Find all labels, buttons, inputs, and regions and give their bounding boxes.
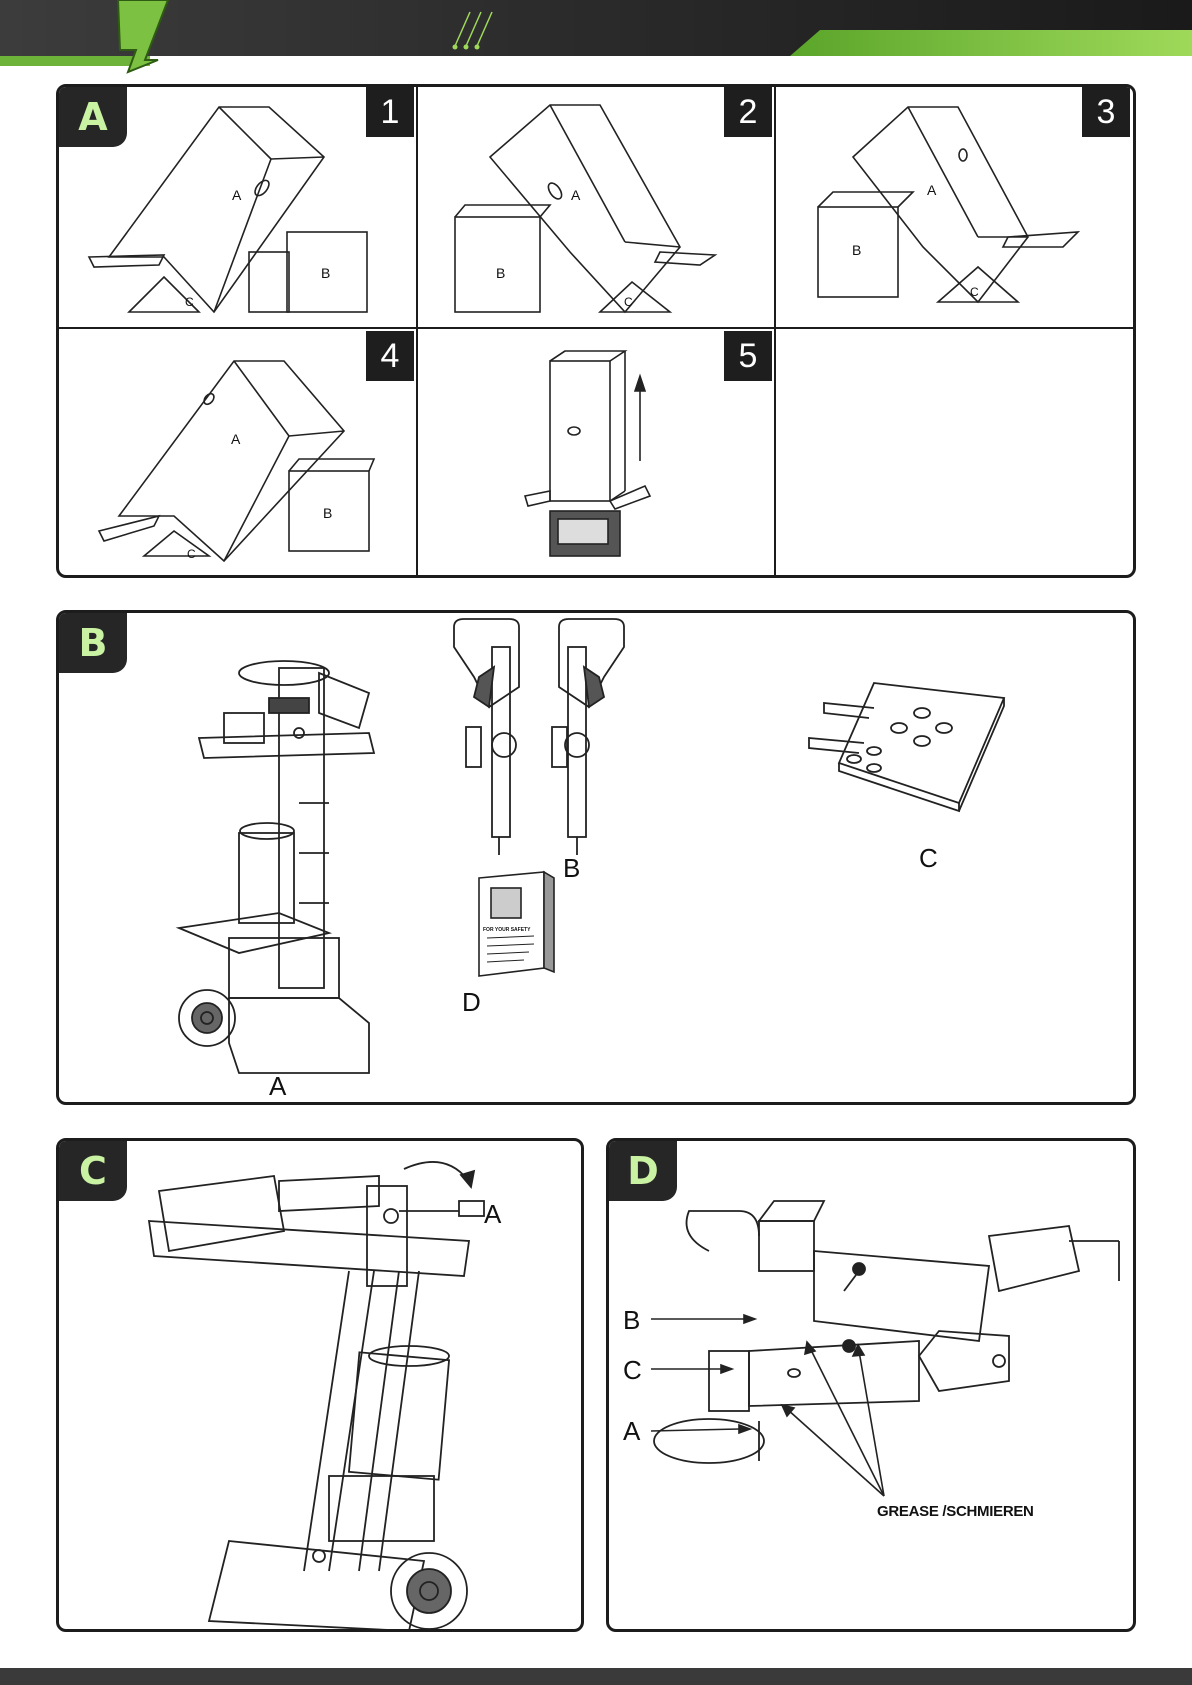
step-4-box-a-label: A [231, 431, 240, 447]
callout-c-label: C [623, 1355, 642, 1386]
step-2-box-c-label: C [624, 295, 633, 309]
panel-d: D [606, 1138, 1136, 1632]
callout-b-label: B [623, 1305, 640, 1336]
panel-b: B A [56, 610, 1136, 1105]
header-banner [0, 0, 1192, 70]
panel-b-badge: B [59, 613, 127, 673]
step-1-box-c-label: C [185, 295, 194, 309]
step-2-illustration [420, 87, 780, 327]
step-2-box-a-label: A [571, 187, 580, 203]
step-1-illustration [59, 87, 419, 327]
table-plate-illustration [804, 673, 1034, 833]
step-4-box-c-label: C [187, 547, 196, 561]
rotate-direction-label: A [484, 1199, 501, 1230]
handle-assembly-illustration [444, 617, 704, 857]
panel-c: C A [56, 1138, 584, 1632]
page-footer [0, 1668, 1192, 1685]
step-4-illustration [59, 331, 419, 578]
grease-points-illustration [609, 1141, 1136, 1632]
tilted-splitter-illustration [59, 1141, 584, 1632]
part-a-label: A [269, 1071, 286, 1102]
step-4-box-b-label: B [323, 505, 332, 521]
step-3-illustration [778, 87, 1136, 327]
step-3-box-a-label: A [927, 182, 936, 198]
part-d-label: D [462, 987, 481, 1018]
panel-a: A 1 2 3 4 5 A B C [56, 84, 1136, 578]
log-splitter-illustration [169, 653, 429, 1073]
step-1-box-a-label: A [232, 187, 241, 203]
callout-a-label: A [623, 1416, 640, 1447]
step-3-box-b-label: B [852, 242, 861, 258]
step-3-box-c-label: C [970, 285, 979, 299]
grease-label: GREASE /SCHMIEREN [877, 1503, 1034, 1520]
part-b-label: B [563, 853, 580, 884]
step-5-illustration [420, 331, 780, 578]
step-1-box-b-label: B [321, 265, 330, 281]
step-2-box-b-label: B [496, 265, 505, 281]
booklet-title: FOR YOUR SAFETY [483, 927, 530, 933]
page-header [0, 0, 1192, 70]
part-c-label: C [919, 843, 938, 874]
